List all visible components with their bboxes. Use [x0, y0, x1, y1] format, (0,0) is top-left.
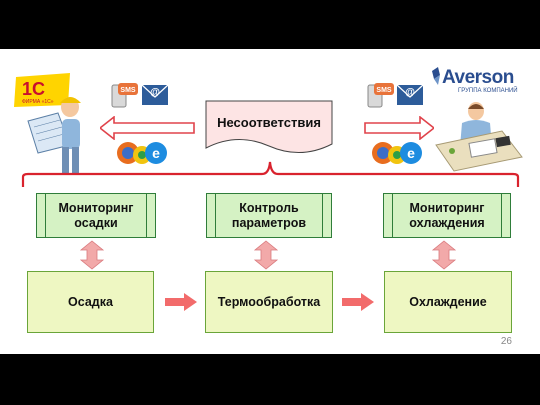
svg-text:@: @ — [150, 87, 160, 98]
svg-text:SMS: SMS — [120, 87, 136, 94]
logo-1c: 1С ФИРМА «1С» — [12, 71, 74, 109]
sms-icon: SMS — [110, 81, 138, 109]
red-bracket — [20, 159, 521, 189]
browser-icons-right: e — [369, 139, 425, 167]
arrow-to-right — [364, 115, 436, 141]
updown-arrow-2 — [253, 240, 279, 270]
svg-text:ФИРМА «1С»: ФИРМА «1С» — [22, 99, 54, 105]
arrow-to-left — [98, 115, 196, 141]
process-box-settling: Осадка — [27, 271, 154, 333]
svg-text:SMS: SMS — [376, 87, 392, 94]
process-box-cooling: Охлаждение — [384, 271, 512, 333]
email-icon: @ — [141, 83, 169, 107]
mismatch-document — [205, 100, 333, 154]
mismatch-label: Несоответствия — [217, 115, 321, 130]
flow-arrow-1 — [164, 293, 198, 311]
email-icon: @ — [396, 83, 424, 107]
process-box-heat-treatment: Термообработка — [205, 271, 333, 333]
updown-arrow-1 — [79, 240, 105, 270]
averson-caption: ГРУППА КОМПАНИЙ — [458, 88, 518, 94]
logo-averson: Averson ГРУППА КОМПАНИЙ — [428, 67, 522, 97]
updown-arrow-3 — [431, 240, 457, 270]
slide: 1С ФИРМА «1С» SMS @ — [0, 49, 540, 354]
svg-text:e: e — [407, 145, 415, 161]
averson-brand: Averson — [442, 67, 514, 88]
browser-icons-left: e — [114, 139, 170, 167]
svg-text:e: e — [152, 145, 160, 161]
sms-icon: SMS — [366, 81, 394, 109]
worker-with-blueprint — [26, 89, 96, 175]
flow-arrow-2 — [341, 293, 375, 311]
svg-text:@: @ — [405, 87, 415, 98]
person-at-desk — [432, 101, 524, 173]
page-number: 26 — [500, 336, 512, 347]
svg-text:1С: 1С — [22, 79, 45, 99]
